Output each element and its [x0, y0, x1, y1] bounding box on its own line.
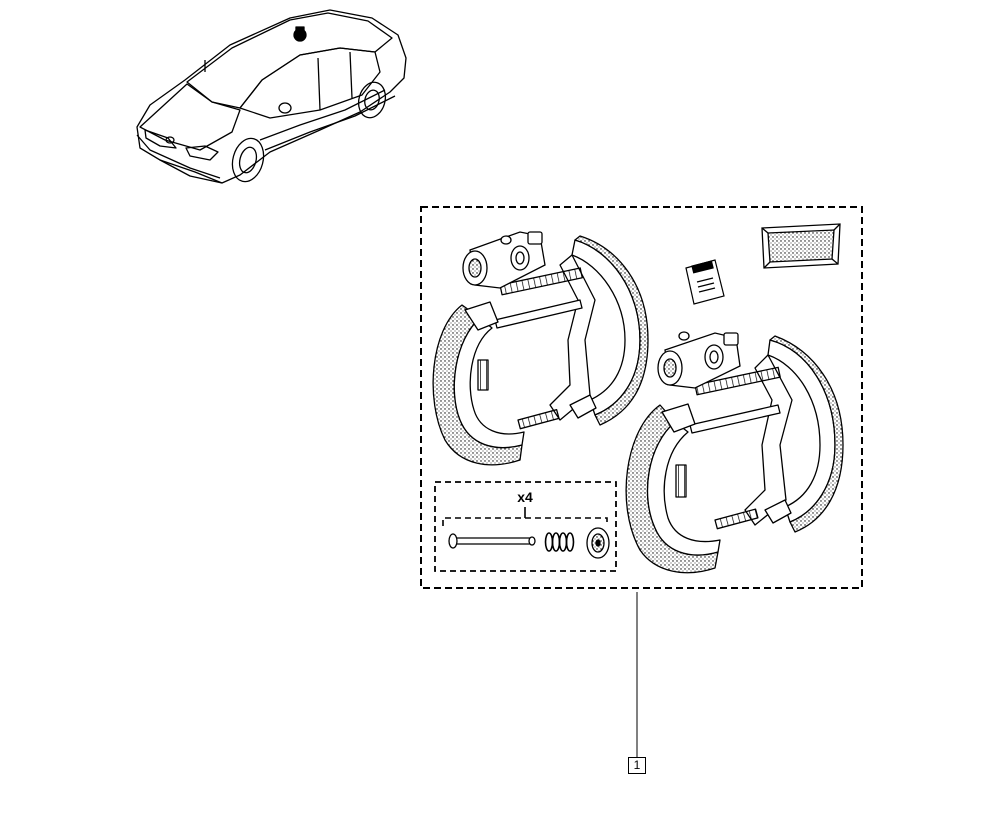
hold-down-spring-icon: [544, 532, 575, 552]
kit-boundary: [420, 206, 863, 589]
left-brake-shoe-assembly: [432, 235, 649, 466]
hardware-subkit-boundary: [434, 481, 617, 572]
instruction-leaflet-icon: [685, 259, 725, 305]
hold-down-cup-icon: [586, 527, 610, 559]
vehicle-locator-illustration: [136, 9, 407, 184]
grease-sachet-icon: [761, 223, 841, 269]
hold-down-pin-icon: [448, 533, 536, 549]
left-wheel-cylinder: [462, 231, 546, 289]
right-wheel-cylinder: [657, 331, 741, 389]
right-brake-shoe-assembly: [625, 335, 844, 574]
subkit-bracket: [442, 517, 608, 526]
kit-quantity-label: x4: [517, 489, 533, 505]
part-reference-callout[interactable]: 1: [628, 757, 646, 774]
